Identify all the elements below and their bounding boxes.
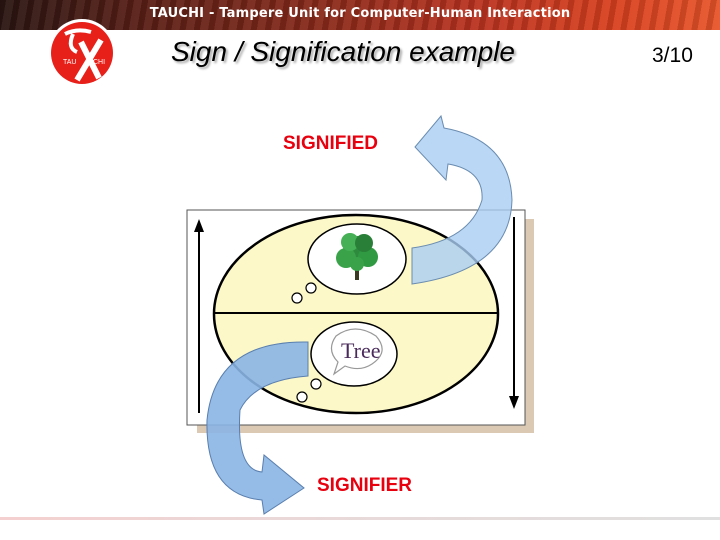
footer-divider <box>0 517 720 520</box>
svg-text:CHI: CHI <box>93 59 105 66</box>
arrow-up-icon <box>194 219 204 413</box>
speech-bubble-word: Tree <box>341 338 381 363</box>
signified-curved-arrow <box>411 114 513 285</box>
tauchi-logo-icon: TAU CHI <box>48 19 116 87</box>
tree-icon <box>336 233 378 280</box>
header-banner <box>0 0 720 30</box>
slide-title: Sign / Signification example <box>171 36 515 67</box>
signified-label: SIGNIFIED <box>283 133 379 154</box>
page-number: 3/10 <box>652 44 693 67</box>
svg-text:TAU: TAU <box>63 59 76 66</box>
arrow-down-icon <box>509 217 519 409</box>
signifier-label: SIGNIFIER <box>317 475 413 496</box>
signifier-curved-arrow <box>206 341 309 515</box>
header-banner-text: TAUCHI - Tampere Unit for Computer-Human… <box>149 6 571 21</box>
